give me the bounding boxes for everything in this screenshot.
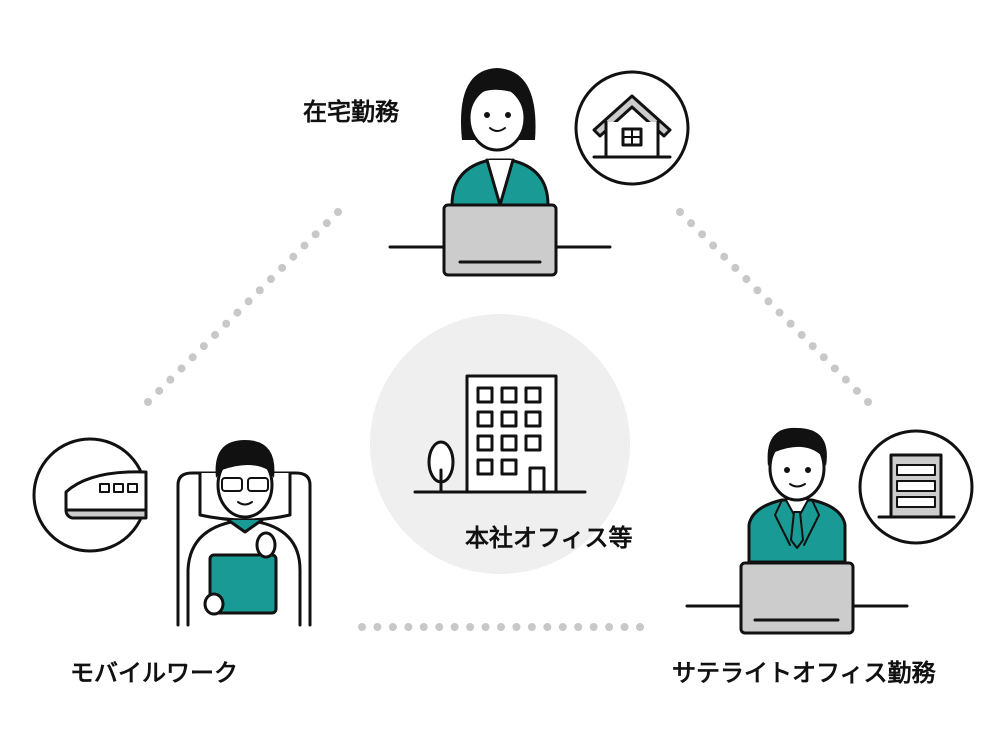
connector-dot bbox=[278, 263, 287, 272]
connector-dot bbox=[720, 252, 729, 261]
connector-dot bbox=[797, 330, 806, 339]
satellite-worker-man bbox=[747, 427, 847, 564]
connector-dot bbox=[574, 623, 583, 631]
connector-dot bbox=[753, 286, 762, 295]
connector-dot bbox=[830, 364, 839, 373]
connector-dot bbox=[222, 319, 231, 328]
connector-dot bbox=[527, 623, 536, 631]
connector-dot bbox=[388, 623, 397, 631]
building-window bbox=[524, 386, 542, 404]
laptop-icon bbox=[442, 203, 558, 277]
connector-dot bbox=[558, 623, 567, 631]
connector-dot bbox=[311, 230, 320, 239]
laptop-icon bbox=[739, 561, 855, 635]
building-window bbox=[500, 434, 518, 452]
connector-dot bbox=[819, 353, 828, 362]
connector-dot bbox=[481, 623, 490, 631]
dotted-connectors bbox=[144, 208, 872, 631]
connector-dot bbox=[864, 398, 872, 406]
connector-dot bbox=[177, 364, 186, 373]
connector-dot bbox=[512, 623, 521, 631]
office-building-icon bbox=[465, 374, 558, 494]
remote-work-label: 在宅勤務 bbox=[303, 98, 400, 126]
building-window bbox=[476, 458, 494, 476]
house-icon bbox=[574, 70, 690, 186]
head-office-label: 本社オフィス等 bbox=[465, 524, 633, 552]
mobile-work-label: モバイルワーク bbox=[70, 659, 238, 687]
connector-dot bbox=[698, 230, 707, 239]
connector-dot bbox=[731, 263, 740, 272]
connector-dot bbox=[144, 398, 152, 406]
connector-dot bbox=[775, 308, 784, 317]
connector-dot bbox=[636, 623, 644, 631]
connector-dot bbox=[450, 623, 459, 631]
connector-dot bbox=[497, 623, 505, 631]
connector-dot bbox=[373, 623, 382, 631]
connector-dot bbox=[188, 353, 197, 362]
connector-dot bbox=[764, 297, 773, 306]
connector-dot bbox=[211, 330, 220, 339]
mobile-worker-man bbox=[176, 440, 312, 627]
connector-dot bbox=[676, 208, 684, 216]
building-window bbox=[500, 410, 518, 428]
connector-dot bbox=[605, 623, 614, 631]
tablet-icon bbox=[208, 553, 278, 615]
connector-dot bbox=[289, 252, 298, 261]
connector-dot bbox=[589, 623, 598, 631]
connector-dot bbox=[233, 308, 242, 317]
connector-dot bbox=[155, 386, 164, 395]
satellite-building-icon bbox=[858, 429, 974, 545]
connector-dot bbox=[266, 275, 275, 284]
connector-dot bbox=[742, 275, 751, 284]
connector-dot bbox=[709, 241, 718, 250]
building-window bbox=[476, 434, 494, 452]
connector-dot bbox=[300, 241, 309, 250]
satellite-office-label: サテライトオフィス勤務 bbox=[672, 659, 937, 687]
building-window bbox=[524, 434, 542, 452]
building-window bbox=[476, 410, 494, 428]
connector-dot bbox=[166, 375, 175, 384]
connector-dot bbox=[808, 342, 817, 351]
head-office-hub: 本社オフィス等 bbox=[370, 314, 633, 574]
building-window bbox=[476, 386, 494, 404]
building-window bbox=[524, 410, 542, 428]
connector-dot bbox=[435, 623, 444, 631]
tree-icon bbox=[427, 440, 455, 494]
connector-dot bbox=[419, 623, 428, 631]
building-window bbox=[500, 386, 518, 404]
connector-dot bbox=[687, 219, 696, 228]
connector-dot bbox=[404, 623, 413, 631]
connector-dot bbox=[322, 219, 331, 228]
building-window bbox=[500, 458, 518, 476]
remote-worker-woman bbox=[450, 68, 550, 207]
connector-dot bbox=[244, 297, 253, 306]
connector-dot bbox=[852, 386, 861, 395]
connector-dot bbox=[543, 623, 552, 631]
connector-dot bbox=[255, 286, 264, 295]
connector-dot bbox=[786, 319, 795, 328]
connector-dot bbox=[358, 623, 366, 631]
train-icon bbox=[32, 437, 148, 553]
connector-dot bbox=[841, 375, 850, 384]
connector-dot bbox=[466, 623, 475, 631]
connector-dot bbox=[199, 342, 208, 351]
connector-dot bbox=[334, 208, 342, 216]
connector-dot bbox=[620, 623, 629, 631]
